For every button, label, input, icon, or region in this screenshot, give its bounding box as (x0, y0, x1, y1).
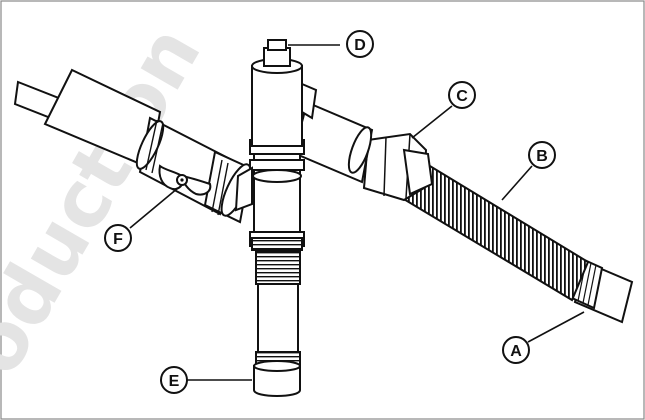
callout-b-leader (501, 165, 533, 201)
callout-a: A (502, 336, 530, 364)
callout-a-letter: A (510, 343, 522, 360)
callout-e: E (160, 366, 188, 394)
callout-c-leader (411, 105, 453, 139)
valve-handle (158, 164, 212, 196)
tee-assembly (234, 39, 318, 397)
callout-e-letter: E (169, 373, 180, 390)
callout-f-leader (129, 187, 179, 229)
union-nut (362, 132, 434, 202)
right-pipe-assembly (278, 94, 634, 324)
left-pipe-assembly (13, 68, 252, 224)
callout-d-letter: D (354, 37, 366, 54)
callout-c-letter: C (456, 88, 468, 105)
bottom-cap (253, 365, 301, 397)
lower-threads (255, 251, 301, 285)
callout-b: B (528, 141, 556, 169)
watermark-text: oduction (0, 12, 219, 390)
callout-a-leader (527, 311, 585, 343)
callouts: D C B A F E (104, 30, 585, 394)
watermark: oduction (0, 12, 219, 390)
callout-f-letter: F (113, 231, 123, 248)
callout-d: D (346, 30, 374, 58)
callout-b-letter: B (536, 148, 548, 165)
callout-c: C (448, 81, 476, 109)
callout-f: F (104, 224, 132, 252)
